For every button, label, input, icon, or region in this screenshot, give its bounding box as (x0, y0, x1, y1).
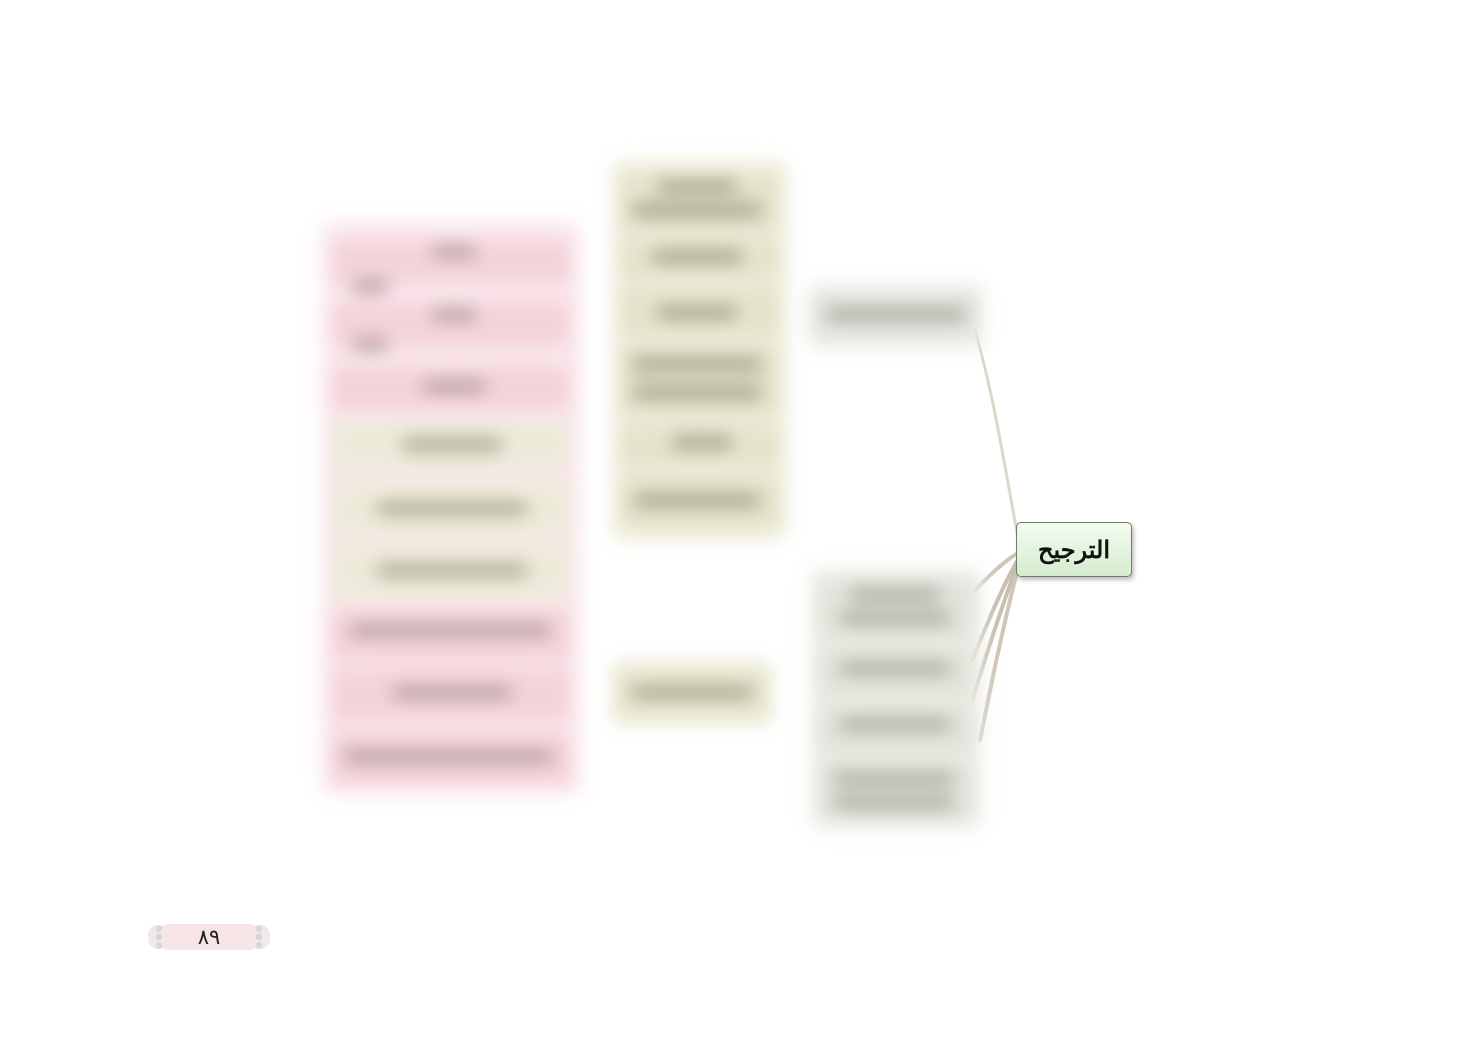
branch-box-gray-upper (808, 286, 983, 346)
branch-box-olive-small (612, 662, 772, 724)
branch-box-gray-lower (810, 568, 982, 830)
branch-box-pink-column (322, 222, 580, 794)
connector-upper (973, 328, 1022, 550)
root-node: الترجيح (1016, 522, 1132, 577)
page-number: ٨٩ (197, 925, 221, 949)
branch-box-olive-column (612, 160, 787, 540)
root-node-label: الترجيح (1037, 535, 1111, 564)
page-number-badge: ٨٩ (148, 922, 270, 952)
page-number-plate: ٨٩ (164, 924, 254, 950)
connector-lower-4 (978, 558, 1022, 742)
